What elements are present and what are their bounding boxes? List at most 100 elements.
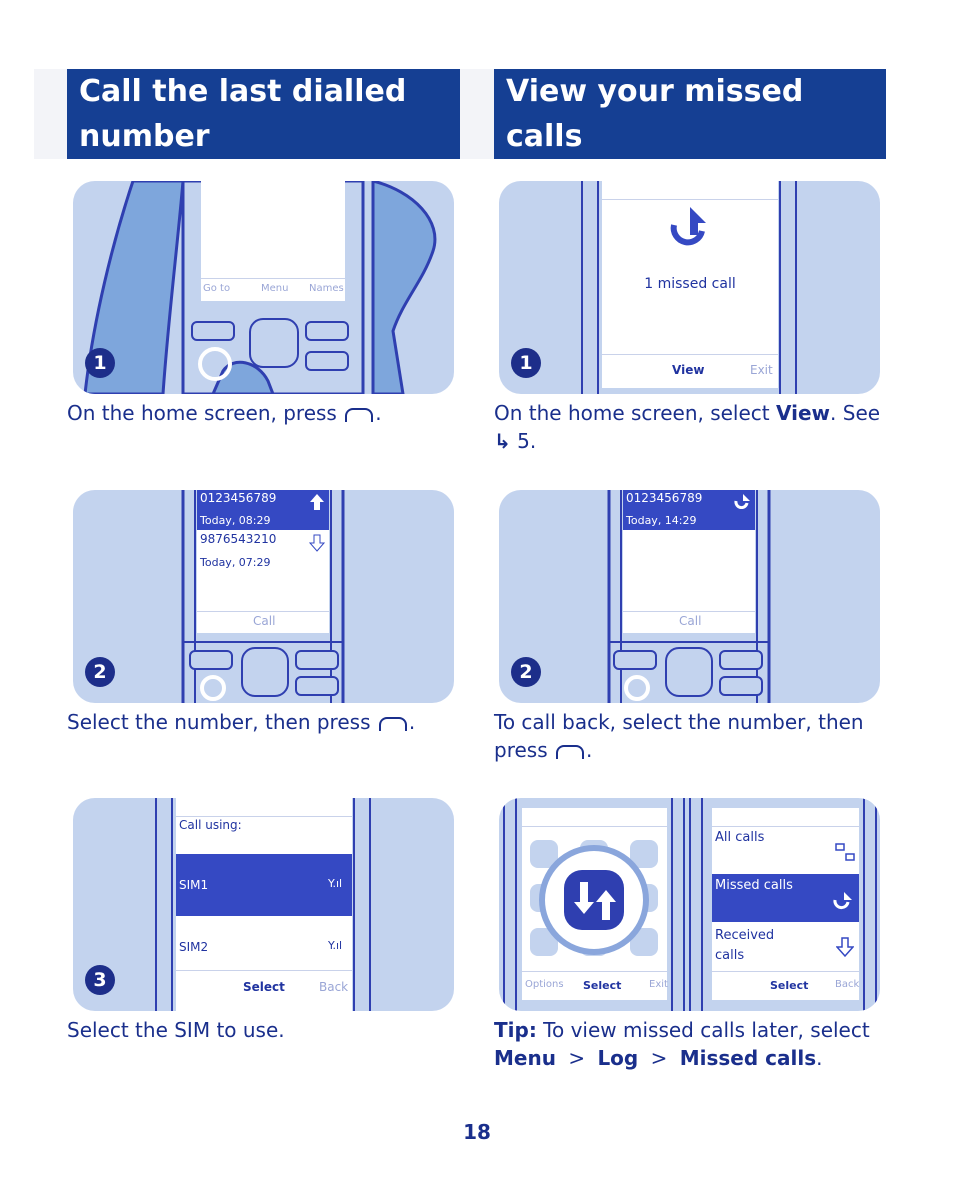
received-arrow-down-icon xyxy=(836,937,854,958)
step-badge: 3 xyxy=(85,965,115,995)
step-illustration-left-2: 0123456789 Today, 08:29 9876543210 Today… xyxy=(73,490,454,703)
signal-icon: Y.ıl xyxy=(328,939,343,952)
left-softkey xyxy=(191,321,235,341)
softkey-back: Back xyxy=(319,980,349,994)
view-keyword: View xyxy=(776,401,831,425)
step-badge: 1 xyxy=(511,348,541,378)
log-item-missed-calls: Missed calls xyxy=(715,878,793,893)
right-softkey xyxy=(295,650,339,670)
entry-time: Today, 07:29 xyxy=(200,556,271,569)
tip-text: Tip: To view missed calls later, select … xyxy=(494,1018,870,1070)
sim-option-2: SIM2 xyxy=(179,940,209,954)
softkey-call: Call xyxy=(679,614,702,628)
step-caption-left-1: On the home screen, press . xyxy=(67,401,382,425)
softkey-options: Options xyxy=(525,979,564,990)
tip-label: Tip: xyxy=(494,1018,537,1042)
step-illustration-right-1: 1 missed call View Exit 1 xyxy=(499,181,880,394)
phone-edge-left xyxy=(581,181,599,394)
call-log-entry-selected xyxy=(197,490,329,530)
entry-number: 0123456789 xyxy=(626,491,703,505)
softkey-back: Back xyxy=(835,979,860,990)
right-softkey xyxy=(719,650,763,670)
phone-screen: Call using: SIM1 Y.ıl SIM2 Y.ıl Select B… xyxy=(176,798,352,1011)
signal-icon: Y.ıl xyxy=(328,877,343,890)
softkey-call: Call xyxy=(253,614,276,628)
missed-call-entry-selected xyxy=(623,490,755,530)
menu-path-menu: Menu xyxy=(494,1046,556,1070)
call-key-icon xyxy=(378,716,407,731)
section-title-right: View your missed calls xyxy=(494,69,886,159)
log-item-received-calls: Received calls xyxy=(715,928,775,963)
missed-call-icon xyxy=(833,892,852,909)
menu-path-log: Log xyxy=(597,1046,639,1070)
sim-menu-heading: Call using: xyxy=(179,818,242,832)
step-caption-left-3: Select the SIM to use. xyxy=(67,1018,285,1042)
step-caption-right-2: To call back, select the number, then pr… xyxy=(494,710,864,762)
sim-option-1: SIM1 xyxy=(179,878,209,892)
menu-grid xyxy=(530,840,658,956)
left-softkey xyxy=(189,650,233,670)
phone-edge xyxy=(671,798,685,1011)
softkey-select: Select xyxy=(583,979,622,992)
missed-call-message: 1 missed call xyxy=(644,276,736,292)
end-key xyxy=(305,351,349,371)
phone-edge-right xyxy=(353,798,371,1011)
phone-edge xyxy=(503,798,517,1011)
sim-option-selected xyxy=(176,854,352,916)
navi-key xyxy=(249,318,299,368)
softkey-select: Select xyxy=(770,979,809,992)
softkey-menu: Menu xyxy=(261,283,289,294)
phone-edge xyxy=(863,798,877,1011)
received-arrow-down-icon xyxy=(309,534,325,552)
step-badge: 1 xyxy=(85,348,115,378)
menu-path-missed-calls: Missed calls xyxy=(679,1046,817,1070)
step-caption-right-1: On the home screen, select View. See ↳ 5… xyxy=(494,401,881,453)
call-key-icon xyxy=(345,407,374,422)
phone-edge-right xyxy=(779,181,797,394)
log-item-selected xyxy=(712,874,859,922)
log-screen: All calls Missed calls Received calls Se… xyxy=(712,808,859,1000)
step-illustration-left-1: Go to Menu Names 1 xyxy=(73,181,454,394)
step-caption-left-2: Select the number, then press . xyxy=(67,710,416,734)
menu-screen: Options Select Exit xyxy=(522,808,668,1000)
cross-reference-page[interactable]: 5. xyxy=(517,429,537,453)
phone-edge-left xyxy=(155,798,173,1011)
cross-reference-arrow-icon: ↳ xyxy=(494,429,511,453)
section-title-left: Call the last dialled number xyxy=(67,69,460,159)
phone-screen: 0123456789 Today, 14:29 Call xyxy=(623,490,755,633)
phone-screen: 1 missed call View Exit xyxy=(602,181,778,388)
step-illustration-left-3: Call using: SIM1 Y.ıl SIM2 Y.ıl Select B… xyxy=(73,798,454,1011)
softkey-exit: Exit xyxy=(750,363,773,377)
all-calls-icon xyxy=(835,843,855,861)
end-key xyxy=(295,676,339,696)
navi-key xyxy=(665,647,713,697)
phone-screen: 0123456789 Today, 08:29 9876543210 Today… xyxy=(197,490,329,633)
softkey-view: View xyxy=(672,363,705,377)
page-number: 18 xyxy=(463,1120,491,1144)
phone-edge xyxy=(689,798,703,1011)
dialled-arrow-up-icon xyxy=(310,494,324,510)
step-badge: 2 xyxy=(511,657,541,687)
softkey-names: Names xyxy=(309,283,344,294)
left-softkey xyxy=(613,650,657,670)
step-badge: 2 xyxy=(85,657,115,687)
tip-illustration: Options Select Exit All calls Missed cal… xyxy=(499,798,880,1011)
entry-number: 0123456789 xyxy=(200,491,277,505)
header-left-margin xyxy=(34,69,67,159)
missed-call-icon xyxy=(734,494,750,509)
entry-time: Today, 14:29 xyxy=(626,514,697,527)
softkey-select: Select xyxy=(243,980,285,994)
end-key xyxy=(719,676,763,696)
right-softkey xyxy=(305,321,349,341)
call-key-icon xyxy=(555,744,584,759)
phone-screen: Go to Menu Names xyxy=(201,181,345,301)
softkey-exit: Exit xyxy=(649,979,668,990)
softkey-go-to: Go to xyxy=(203,283,231,294)
header-right-margin xyxy=(460,69,494,159)
entry-number: 9876543210 xyxy=(200,532,277,546)
navi-key xyxy=(241,647,289,697)
entry-time: Today, 08:29 xyxy=(200,514,271,527)
step-illustration-right-2: 0123456789 Today, 14:29 Call 2 xyxy=(499,490,880,703)
log-item-all-calls: All calls xyxy=(715,830,765,845)
missed-call-icon xyxy=(670,207,706,246)
